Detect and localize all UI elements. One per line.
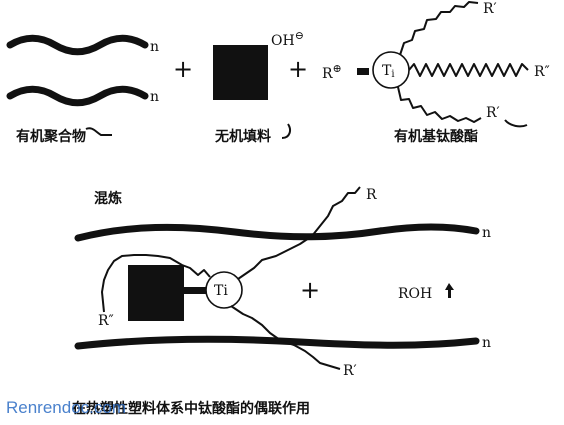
- r-prime-top: R′: [483, 1, 497, 17]
- r-prime-top-chain: [399, 1, 479, 56]
- filler-ti-bond: [184, 287, 206, 294]
- roh-up-arrow: [445, 283, 454, 298]
- chain-r-prime: [230, 305, 341, 370]
- plus-sign-1: +: [173, 55, 193, 83]
- organic-polymer: n n 有机聚合物: [6, 34, 159, 145]
- organic-titanate: R⊕ Ti R′ R″ R′ 有机基钛酸酯: [322, 1, 550, 145]
- polymer-chain-1: [6, 34, 149, 56]
- titanate-label: 有机基钛酸酯: [394, 128, 478, 145]
- chain-to-r: [237, 186, 361, 280]
- r-plus: R⊕: [322, 62, 342, 82]
- r-prime-bottom-chain: [397, 86, 482, 123]
- chain-r-double-prime: [101, 254, 211, 313]
- r-double-prime: R″: [534, 64, 550, 80]
- watermark: Renrendoc.com: [6, 398, 127, 417]
- polymer-label-tick: [85, 127, 112, 136]
- filler-label: 无机填料: [214, 128, 271, 145]
- r-prime-mixed: R′: [343, 363, 357, 379]
- caption: 在热塑性塑料体系中钛酸酯的偶联作用: [72, 400, 310, 417]
- filler-block: [213, 45, 268, 100]
- polymer-chain-2: [6, 85, 149, 107]
- polymer-n1: n: [150, 39, 159, 55]
- r-double-prime-chain: [408, 63, 529, 77]
- r-double-prime-mixed: R″: [98, 313, 114, 329]
- titanate-label-tick: [504, 119, 528, 128]
- filler-oh: OH⊖: [271, 29, 304, 49]
- mixing-label: 混炼: [94, 190, 122, 207]
- ti-circle-mixed: [205, 271, 243, 309]
- mixed-chain-bottom: [74, 335, 480, 350]
- chain-n2: n: [482, 335, 491, 351]
- r-ti-bond: [357, 68, 369, 75]
- filler-block-mixed: [128, 265, 184, 321]
- r-prime-bottom: R′: [486, 105, 500, 121]
- inorganic-filler: OH⊖ 无机填料: [213, 29, 304, 145]
- filler-label-tick: [281, 123, 291, 139]
- polymer-n2: n: [150, 89, 159, 105]
- polymer-label: 有机聚合物: [16, 128, 86, 145]
- chain-n1: n: [482, 225, 491, 241]
- plus-sign-2: +: [288, 55, 308, 83]
- ti-label-mixed: Ti: [214, 283, 228, 299]
- r-top-mixed: R: [366, 187, 377, 203]
- plus-sign-mixed: +: [300, 276, 320, 304]
- roh-label: ROH: [398, 286, 432, 302]
- mixed-chain-top: [74, 223, 480, 242]
